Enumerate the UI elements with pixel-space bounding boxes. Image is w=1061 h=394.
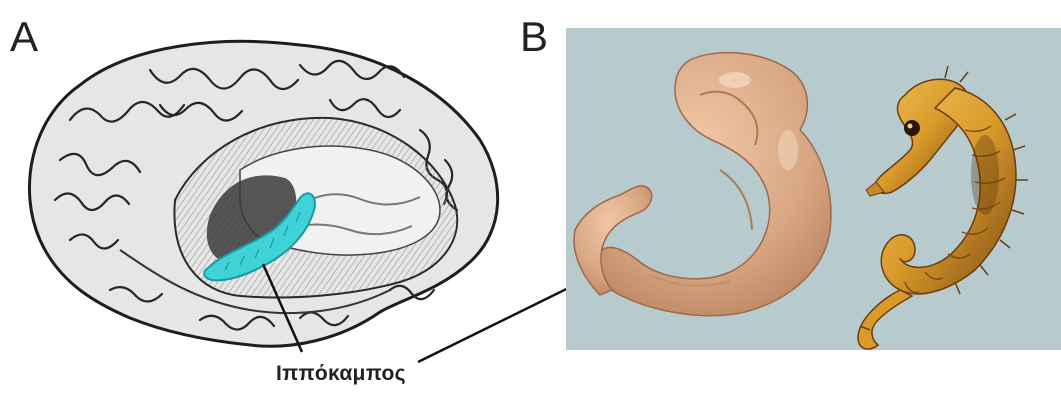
panel-b-label: B xyxy=(520,16,548,58)
panel-a-label: A xyxy=(10,16,38,58)
brain-illustration xyxy=(29,41,497,346)
hippocampus-label: Ιππόκαμπος xyxy=(276,362,406,386)
